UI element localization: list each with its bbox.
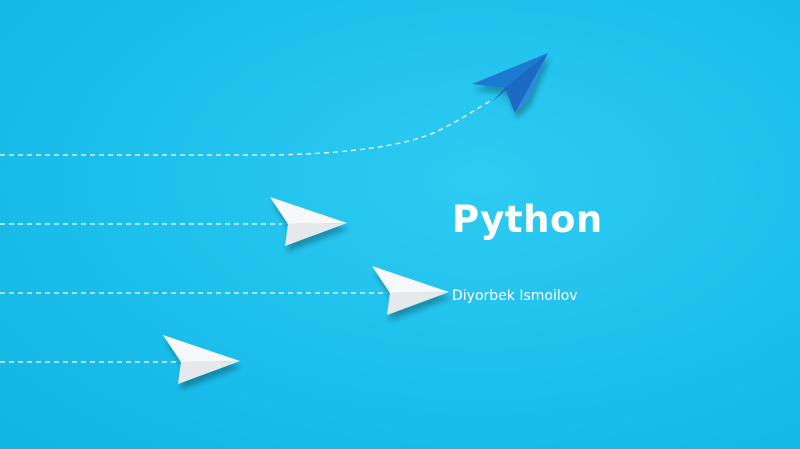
blue-plane-trail: [0, 99, 493, 156]
white-paper-plane-icon: [372, 266, 449, 315]
white-paper-plane-icon: [163, 335, 240, 384]
slide-title: Python: [452, 198, 603, 241]
blue-paper-plane-icon: [472, 53, 548, 113]
author-name: Diyorbek Ismoilov: [452, 288, 578, 304]
white-paper-plane-icon: [270, 197, 347, 246]
